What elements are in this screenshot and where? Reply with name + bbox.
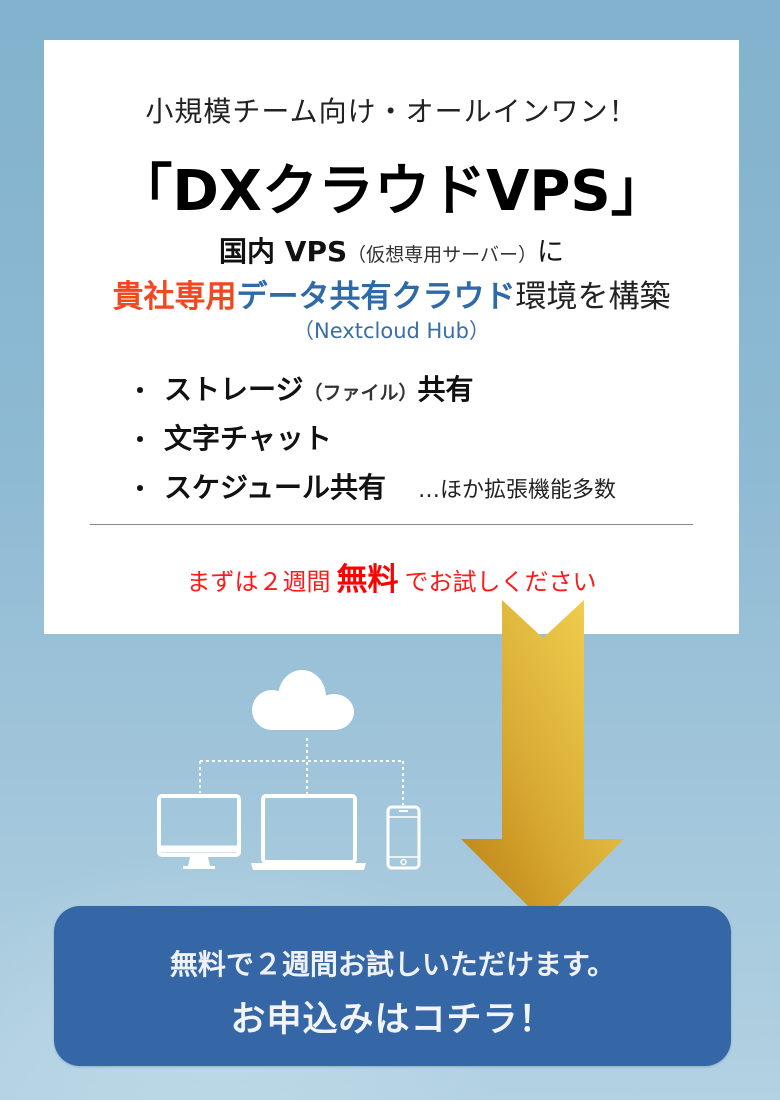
vps-description: 国内 VPS（仮想専用サーバー）に bbox=[44, 230, 739, 270]
cloud-devices-illustration bbox=[157, 670, 421, 870]
feature-tail: 共有 bbox=[417, 373, 474, 406]
feature-list: ・ ストレージ（ファイル）共有 ・ 文字チャット ・ スケジュール共有 …ほか拡張… bbox=[128, 368, 616, 515]
highlight-dedicated: 貴社専用 bbox=[112, 279, 237, 315]
cloud-icon bbox=[252, 670, 354, 730]
trial-message: まずは２週間無料でお試しください bbox=[44, 554, 739, 599]
bullet-icon: ・ bbox=[128, 475, 152, 503]
vps-label: 国内 VPS bbox=[219, 235, 348, 268]
trial-prefix: まずは２週間 bbox=[186, 568, 331, 596]
feature-extra: …ほか拡張機能多数 bbox=[418, 478, 617, 503]
product-title: 「DXクラウドVPS」 bbox=[116, 159, 667, 224]
desktop-monitor-icon bbox=[157, 794, 241, 869]
nextcloud-hub-label: （Nextcloud Hub） bbox=[293, 319, 490, 343]
build-description: 貴社専用データ共有クラウド環境を構築 bbox=[44, 271, 739, 316]
highlight-cloud: データ共有クラウド bbox=[236, 279, 516, 315]
smartphone-icon bbox=[386, 805, 421, 870]
feature-item: ・ ストレージ（ファイル）共有 bbox=[128, 368, 616, 417]
bullet-icon: ・ bbox=[128, 426, 152, 454]
feature-main: ストレージ bbox=[164, 373, 304, 406]
divider bbox=[90, 524, 693, 525]
vps-paren: （仮想専用サーバー） bbox=[347, 244, 537, 266]
feature-main: 文字チャット bbox=[164, 422, 332, 455]
cta-apply-text[interactable]: お申込みはコチラ！ bbox=[230, 1000, 555, 1040]
info-card: 小規模チーム向け・オールインワン！ 「DXクラウドVPS」 国内 VPS（仮想専… bbox=[44, 40, 739, 634]
connection-lines bbox=[199, 738, 404, 805]
vps-suffix: に bbox=[536, 237, 564, 268]
arrow-down-icon bbox=[461, 600, 624, 921]
subtitle: 小規模チーム向け・オールインワン！ bbox=[145, 95, 638, 128]
apply-button[interactable]: 無料で２週間お試しいただけます。 お申込みはコチラ！ bbox=[54, 906, 731, 1066]
feature-item: ・ スケジュール共有 …ほか拡張機能多数 bbox=[128, 466, 616, 515]
feature-main: スケジュール共有 bbox=[164, 471, 387, 504]
feature-item: ・ 文字チャット bbox=[128, 417, 616, 466]
trial-suffix: でお試しください bbox=[404, 568, 597, 596]
free-highlight: 無料 bbox=[336, 562, 399, 598]
bullet-icon: ・ bbox=[128, 377, 152, 405]
cta-trial-text[interactable]: 無料で２週間お試しいただけます。 bbox=[169, 948, 616, 981]
feature-small: （ファイル） bbox=[303, 382, 418, 404]
laptop-icon bbox=[251, 794, 366, 870]
build-suffix: 環境を構築 bbox=[515, 279, 671, 315]
